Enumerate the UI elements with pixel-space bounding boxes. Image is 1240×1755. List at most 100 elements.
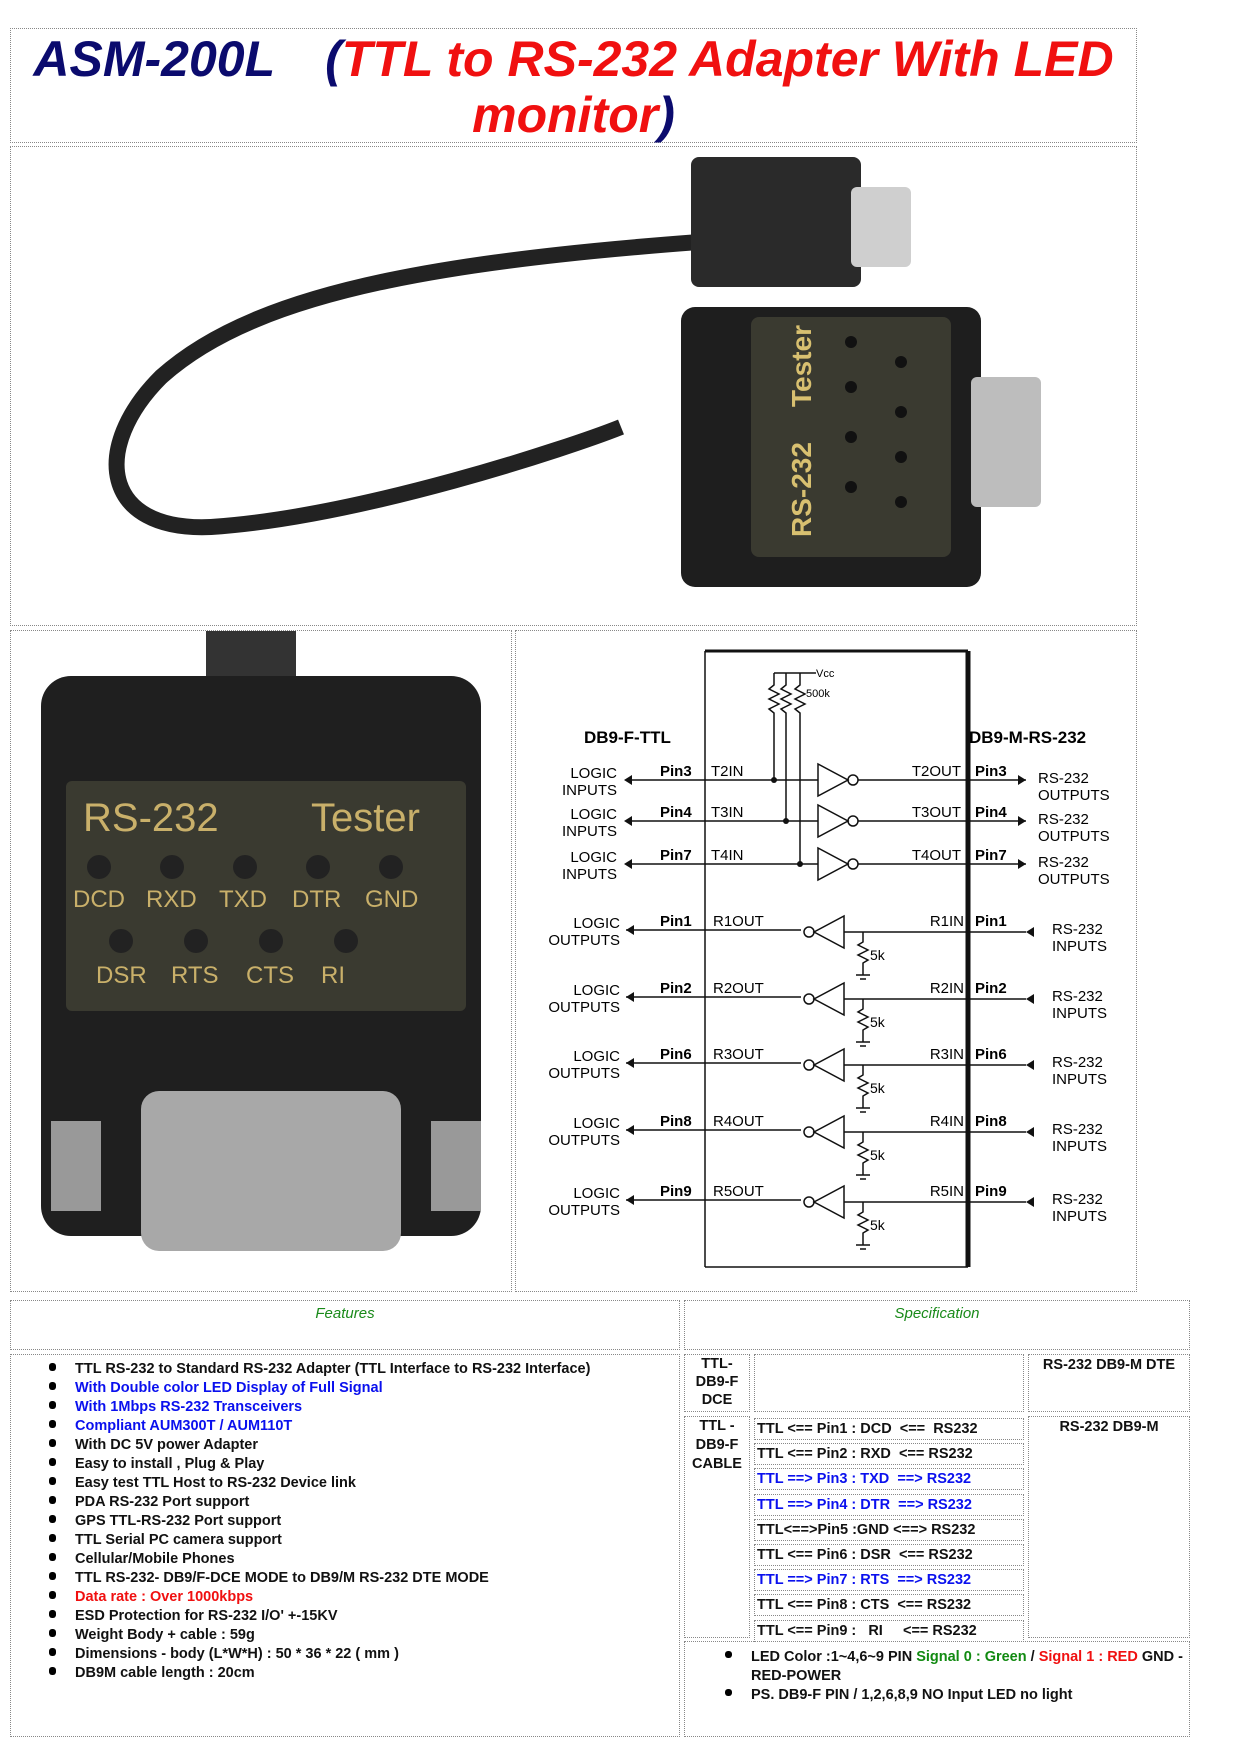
led-label: RI bbox=[321, 962, 345, 989]
rx-output-label: R3OUT bbox=[713, 1046, 764, 1063]
pullup-label: 500k bbox=[806, 688, 830, 700]
rs232-label: RS-232 bbox=[1052, 988, 1103, 1005]
feature-item: Easy test TTL Host to RS-232 Device link bbox=[49, 1474, 679, 1493]
rs232-label: INPUTS bbox=[1052, 938, 1107, 955]
tester-panel bbox=[66, 781, 466, 1011]
logic-label: LOGIC bbox=[570, 806, 617, 823]
resistor-to-ground bbox=[856, 999, 870, 1047]
inverter-gate bbox=[817, 846, 850, 882]
panel-label-rs232: RS-232 bbox=[786, 442, 817, 537]
feature-item: TTL Serial PC camera support bbox=[49, 1531, 679, 1550]
pin-mapping-row: TTL <== Pin2 : RXD <== RS232 bbox=[754, 1443, 1024, 1466]
arrow-icon bbox=[626, 992, 634, 1002]
led-indicator bbox=[334, 929, 358, 953]
feature-item: Dimensions - body (L*W*H) : 50 * 36 * 22… bbox=[49, 1645, 679, 1664]
spec-col1-body: TTL - DB9-F CABLE bbox=[684, 1416, 750, 1638]
rx-input-label: R3IN bbox=[930, 1046, 964, 1063]
panel-label-tester: Tester bbox=[786, 325, 817, 407]
junction bbox=[771, 777, 777, 783]
logic-label: LOGIC bbox=[570, 765, 617, 782]
pullup-resistor bbox=[767, 673, 781, 780]
tx-output-label: T2OUT bbox=[912, 763, 961, 780]
rs232-label: OUTPUTS bbox=[1038, 828, 1110, 845]
spec-col1-header: TTL- DB9-F DCE bbox=[684, 1354, 750, 1412]
tx-input-label: T3IN bbox=[711, 804, 744, 821]
junction bbox=[797, 861, 803, 867]
resistor-to-ground bbox=[856, 1202, 870, 1250]
junction bbox=[783, 818, 789, 824]
rs232-label: INPUTS bbox=[1052, 1208, 1107, 1225]
gnd-text: GND - RED-POWER bbox=[751, 1649, 1183, 1684]
feature-item: TTL RS-232- DB9/F-DCE MODE to DB9/M RS-2… bbox=[49, 1569, 679, 1588]
pin-label: Pin6 bbox=[660, 1046, 692, 1063]
arrow-icon bbox=[1026, 1060, 1034, 1070]
led-label: RTS bbox=[171, 962, 219, 989]
led-label: RXD bbox=[146, 886, 197, 913]
pin-label: Pin7 bbox=[660, 847, 692, 864]
arrow-icon bbox=[1026, 927, 1034, 937]
logic-label: LOGIC bbox=[573, 1048, 620, 1065]
paren-open: ( bbox=[325, 31, 342, 87]
resistor-to-ground bbox=[856, 932, 870, 980]
db9-male-connector bbox=[141, 1091, 401, 1251]
pin-label: Pin3 bbox=[975, 763, 1007, 780]
right-connector-title: DB9-M-RS-232 bbox=[969, 728, 1086, 747]
arrow-icon bbox=[626, 1195, 634, 1205]
led-color-note: LED Color :1~4,6~9 PIN Signal 0 : Green … bbox=[725, 1648, 1189, 1686]
inverter-bubble bbox=[803, 1196, 815, 1208]
rs232-label: RS-232 bbox=[1038, 811, 1089, 828]
receiver-gate bbox=[812, 914, 845, 950]
led-label: TXD bbox=[219, 886, 267, 913]
logic-label: LOGIC bbox=[573, 1185, 620, 1202]
logic-label: OUTPUTS bbox=[548, 1065, 620, 1082]
db9-female-connector bbox=[691, 157, 861, 287]
led-label: DSR bbox=[96, 962, 147, 989]
arrow-icon bbox=[1026, 994, 1034, 1004]
rs232-label: RS-232 bbox=[1052, 921, 1103, 938]
pin-label: Pin4 bbox=[660, 804, 692, 821]
resistor-label: 5k bbox=[870, 1217, 886, 1233]
led-indicator bbox=[379, 855, 403, 879]
pullup-resistor bbox=[793, 673, 807, 864]
features-list: TTL RS-232 to Standard RS-232 Adapter (T… bbox=[10, 1354, 680, 1737]
rx-output-label: R4OUT bbox=[713, 1113, 764, 1130]
arrow-icon bbox=[1018, 775, 1026, 785]
inverter-bubble bbox=[803, 993, 815, 1005]
cable bbox=[108, 229, 772, 536]
model-name: ASM-200L bbox=[33, 31, 276, 87]
resistor-label: 5k bbox=[870, 1014, 886, 1030]
db9-male-connector bbox=[971, 377, 1041, 507]
ps-note: PS. DB9-F PIN / 1,2,6,8,9 NO Input LED n… bbox=[725, 1686, 1189, 1705]
features-header: Features bbox=[10, 1300, 680, 1350]
rs232-label: RS-232 bbox=[1052, 1054, 1103, 1071]
led-indicator bbox=[109, 929, 133, 953]
resistor-to-ground bbox=[856, 1065, 870, 1113]
arrow-icon bbox=[1018, 859, 1026, 869]
pin-mapping-row: TTL <== Pin9 : RI <== RS232 bbox=[754, 1619, 1024, 1642]
rx-input-label: R5IN bbox=[930, 1183, 964, 1200]
rx-output-label: R5OUT bbox=[713, 1183, 764, 1200]
pin-mapping-row: TTL ==> Pin7 : RTS ==> RS232 bbox=[754, 1569, 1024, 1592]
inverter-bubble bbox=[803, 1059, 815, 1071]
inverter-gate bbox=[817, 762, 850, 798]
logic-label: INPUTS bbox=[562, 866, 617, 883]
logic-label: LOGIC bbox=[573, 982, 620, 999]
pin-mapping-row: TTL<==>Pin5 :GND <==> RS232 bbox=[754, 1518, 1024, 1541]
arrow-icon bbox=[1026, 1127, 1034, 1137]
pin-mapping-row: TTL ==> Pin3 : TXD ==> RS232 bbox=[754, 1468, 1024, 1491]
led-label: CTS bbox=[246, 962, 294, 989]
resistor-label: 5k bbox=[870, 1080, 886, 1096]
led-prefix: LED Color :1~4,6~9 PIN bbox=[751, 1649, 917, 1665]
connector-shell bbox=[851, 187, 911, 267]
rs232-label: RS-232 bbox=[1052, 1191, 1103, 1208]
specification-header: Specification bbox=[684, 1300, 1190, 1350]
rs232-label: OUTPUTS bbox=[1038, 871, 1110, 888]
led-label: DTR bbox=[292, 886, 341, 913]
slash: / bbox=[1026, 1649, 1039, 1665]
pin-mapping-row: TTL ==> Pin4 : DTR ==> RS232 bbox=[754, 1493, 1024, 1516]
tx-output-label: T3OUT bbox=[912, 804, 961, 821]
signal0-text: Signal 0 : Green bbox=[916, 1649, 1027, 1665]
paren-close: ) bbox=[658, 87, 675, 143]
vcc-label: Vcc bbox=[816, 668, 835, 680]
